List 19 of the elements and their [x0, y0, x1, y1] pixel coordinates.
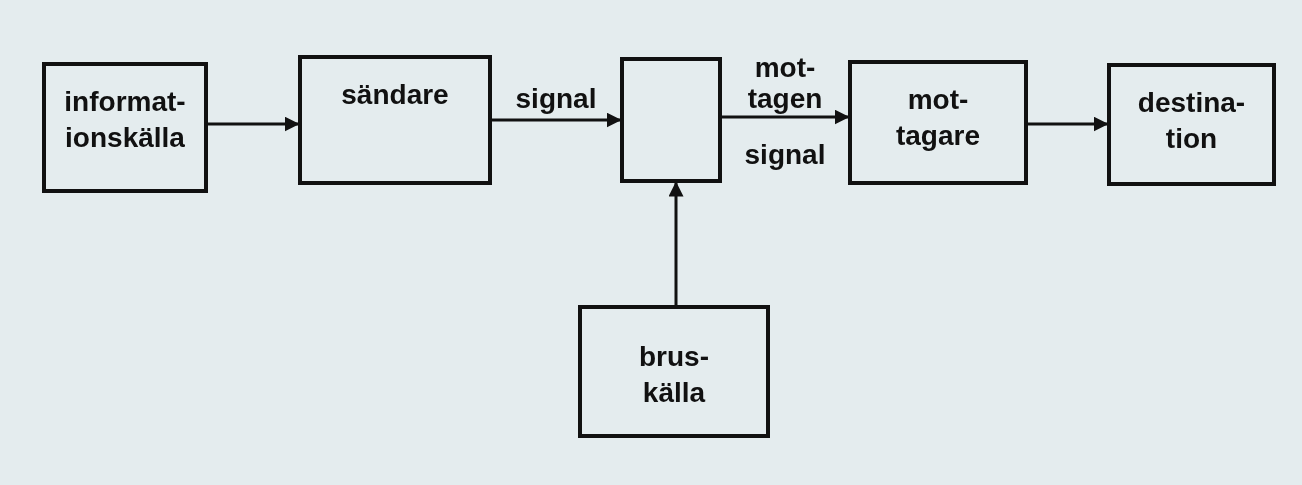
arrow	[722, 109, 850, 125]
box-label: destina- tion	[1136, 86, 1247, 157]
edge-label: mot- tagen	[746, 53, 824, 115]
arrow	[1028, 116, 1109, 132]
process-box	[578, 305, 770, 438]
edge-label: signal	[514, 84, 598, 115]
box-label: sändare	[340, 78, 450, 112]
process-box	[848, 60, 1028, 185]
box-label: mot- tagare	[894, 83, 981, 154]
box-label: brus- källa	[638, 340, 710, 411]
box-label: informat- ionskälla	[63, 85, 187, 156]
process-box	[298, 55, 492, 185]
signal-label: signal	[743, 140, 827, 171]
arrow	[668, 181, 684, 305]
process-box	[42, 62, 208, 193]
arrow	[208, 116, 300, 132]
arrow	[492, 112, 622, 128]
process-box	[1107, 63, 1276, 186]
empty-box	[620, 57, 722, 183]
